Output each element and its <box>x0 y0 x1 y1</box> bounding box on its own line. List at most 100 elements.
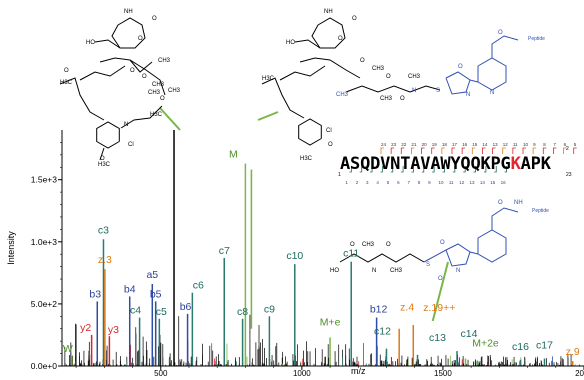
chemical-structures: NHOOHOH3COOCH3CH3ONClH3COH3COCH3CH3NHOHO… <box>59 9 549 329</box>
z-ion-number: 17 <box>452 142 458 147</box>
z-ion-bracket <box>461 147 466 154</box>
z-ion-bracket <box>532 147 537 154</box>
bond <box>339 253 425 263</box>
z-ion-bracket <box>553 147 557 154</box>
z-ion-number: 14 <box>482 142 488 147</box>
peak-label-y3: y3 <box>108 324 119 336</box>
payload-atom-label: O <box>160 96 165 102</box>
peak-label-b3: b3 <box>89 288 101 300</box>
z-ion-number: 19 <box>432 142 438 147</box>
peak-label-c12: c12 <box>374 326 391 338</box>
fragment-atom-label: CH3 <box>362 242 375 248</box>
c-ion-number: 10 <box>439 180 445 185</box>
sequence-top-number: 2 <box>566 146 569 152</box>
bond <box>469 79 479 83</box>
c-ion-number: 15 <box>490 180 496 185</box>
conjugate-atom-label: NH <box>324 9 333 15</box>
payload-atom-label: H3C <box>150 112 163 118</box>
peak-label-c5: c5 <box>156 306 167 318</box>
peak-label-c14: c14 <box>461 328 478 340</box>
conjugate-atom-label: O <box>458 64 463 70</box>
peak-label-M+e: M+e <box>320 316 341 328</box>
bond <box>99 57 166 96</box>
c-ion-bracket <box>504 166 508 173</box>
z-ion-bracket <box>512 147 516 154</box>
conjugate-atom-label: CH3 <box>408 74 421 80</box>
z-ion-bracket <box>421 147 425 154</box>
z-ion-number: 18 <box>442 142 448 147</box>
conjugate-atom-label: HO <box>286 40 295 46</box>
c-ion-bracket <box>452 166 456 173</box>
bond <box>311 17 346 49</box>
bond <box>345 85 441 93</box>
c-ion-number: 12 <box>459 180 465 185</box>
z-ion-bracket <box>441 147 445 154</box>
y-tick-label: 1.5e+3 <box>31 175 58 185</box>
conjugate-atom-label: O <box>338 36 343 42</box>
bond <box>445 71 471 95</box>
y-tick-label: 1.0e+3 <box>31 237 58 247</box>
conjugate-atom-label: O <box>328 142 333 148</box>
conjugate-atom-label: CH3 <box>372 66 385 72</box>
c-ion-bracket <box>359 166 363 173</box>
payload-atom-label: O <box>130 68 135 74</box>
fragment-atom-label: N <box>456 268 460 274</box>
bond <box>469 251 479 255</box>
z-ion-bracket <box>573 147 577 154</box>
z-ion-number: 22 <box>401 142 407 147</box>
conjugate-atom-label: O <box>498 30 503 36</box>
z-ion-bracket <box>522 147 527 154</box>
conjugate-atom-label: H3C <box>262 76 275 82</box>
bond <box>279 65 326 81</box>
payload-atom-label: HO <box>86 40 95 46</box>
z-ion-number: 9 <box>533 142 536 147</box>
c-ion-bracket <box>494 166 497 173</box>
c-ion-number: 7 <box>407 180 410 185</box>
conjugate-atom-label: Peptide <box>528 36 545 42</box>
z-ion-bracket <box>471 147 476 154</box>
bond <box>491 207 519 230</box>
c-ion-number: 8 <box>418 180 421 185</box>
peak-label-z.9: z.9 <box>566 346 580 358</box>
c-ion-bracket <box>432 166 435 173</box>
y-axis-label: Intensity <box>6 231 16 265</box>
x-tick-label: 500 <box>154 369 168 376</box>
c-ion-number: 1 <box>345 180 348 185</box>
peak-label-c8: c8 <box>237 306 248 318</box>
connector-fragment <box>431 261 449 322</box>
c-ion-bracket <box>349 166 352 173</box>
c-ion-number: 13 <box>470 180 476 185</box>
z-ion-bracket <box>411 147 415 154</box>
annotated-peaks <box>71 130 574 366</box>
y-tick-label: 0.0e+0 <box>31 361 58 371</box>
peak-label-z.19++: z.19++ <box>423 302 455 314</box>
z-ion-number: 11 <box>513 142 518 147</box>
z-ion-bracket <box>431 147 435 154</box>
payload-atom-label: NH <box>124 9 133 15</box>
payload-atom-label: Cl <box>128 142 134 148</box>
fragment-atom-label: S <box>426 262 430 268</box>
x-tick-label: 2000 <box>575 369 584 376</box>
c-ion-bracket <box>370 166 373 173</box>
payload-atom-label: CH3 <box>158 58 171 64</box>
bond <box>491 35 519 58</box>
bond <box>423 249 447 263</box>
z-ion-bracket <box>542 147 547 154</box>
bond <box>120 105 163 129</box>
sequence-before: ASQDVNTAVAWYQQKPG <box>340 154 511 174</box>
z-ion-number: 10 <box>523 142 529 147</box>
z-ion-bracket <box>563 147 567 154</box>
bond <box>111 17 146 49</box>
z-ion-number: 12 <box>503 142 509 147</box>
conjugate-atom-label: H3C <box>300 156 313 162</box>
peak-label-c10: c10 <box>286 250 303 262</box>
z-ion-number: 15 <box>472 142 478 147</box>
bond <box>299 57 361 79</box>
conjugate-atom-label: O <box>360 58 365 64</box>
c-ion-number: 16 <box>501 180 507 185</box>
y-tick-label: 5.0e+2 <box>31 299 58 309</box>
fragment-atom-label: CH3 <box>390 268 403 274</box>
sequence-right-number: 23 <box>566 172 572 178</box>
